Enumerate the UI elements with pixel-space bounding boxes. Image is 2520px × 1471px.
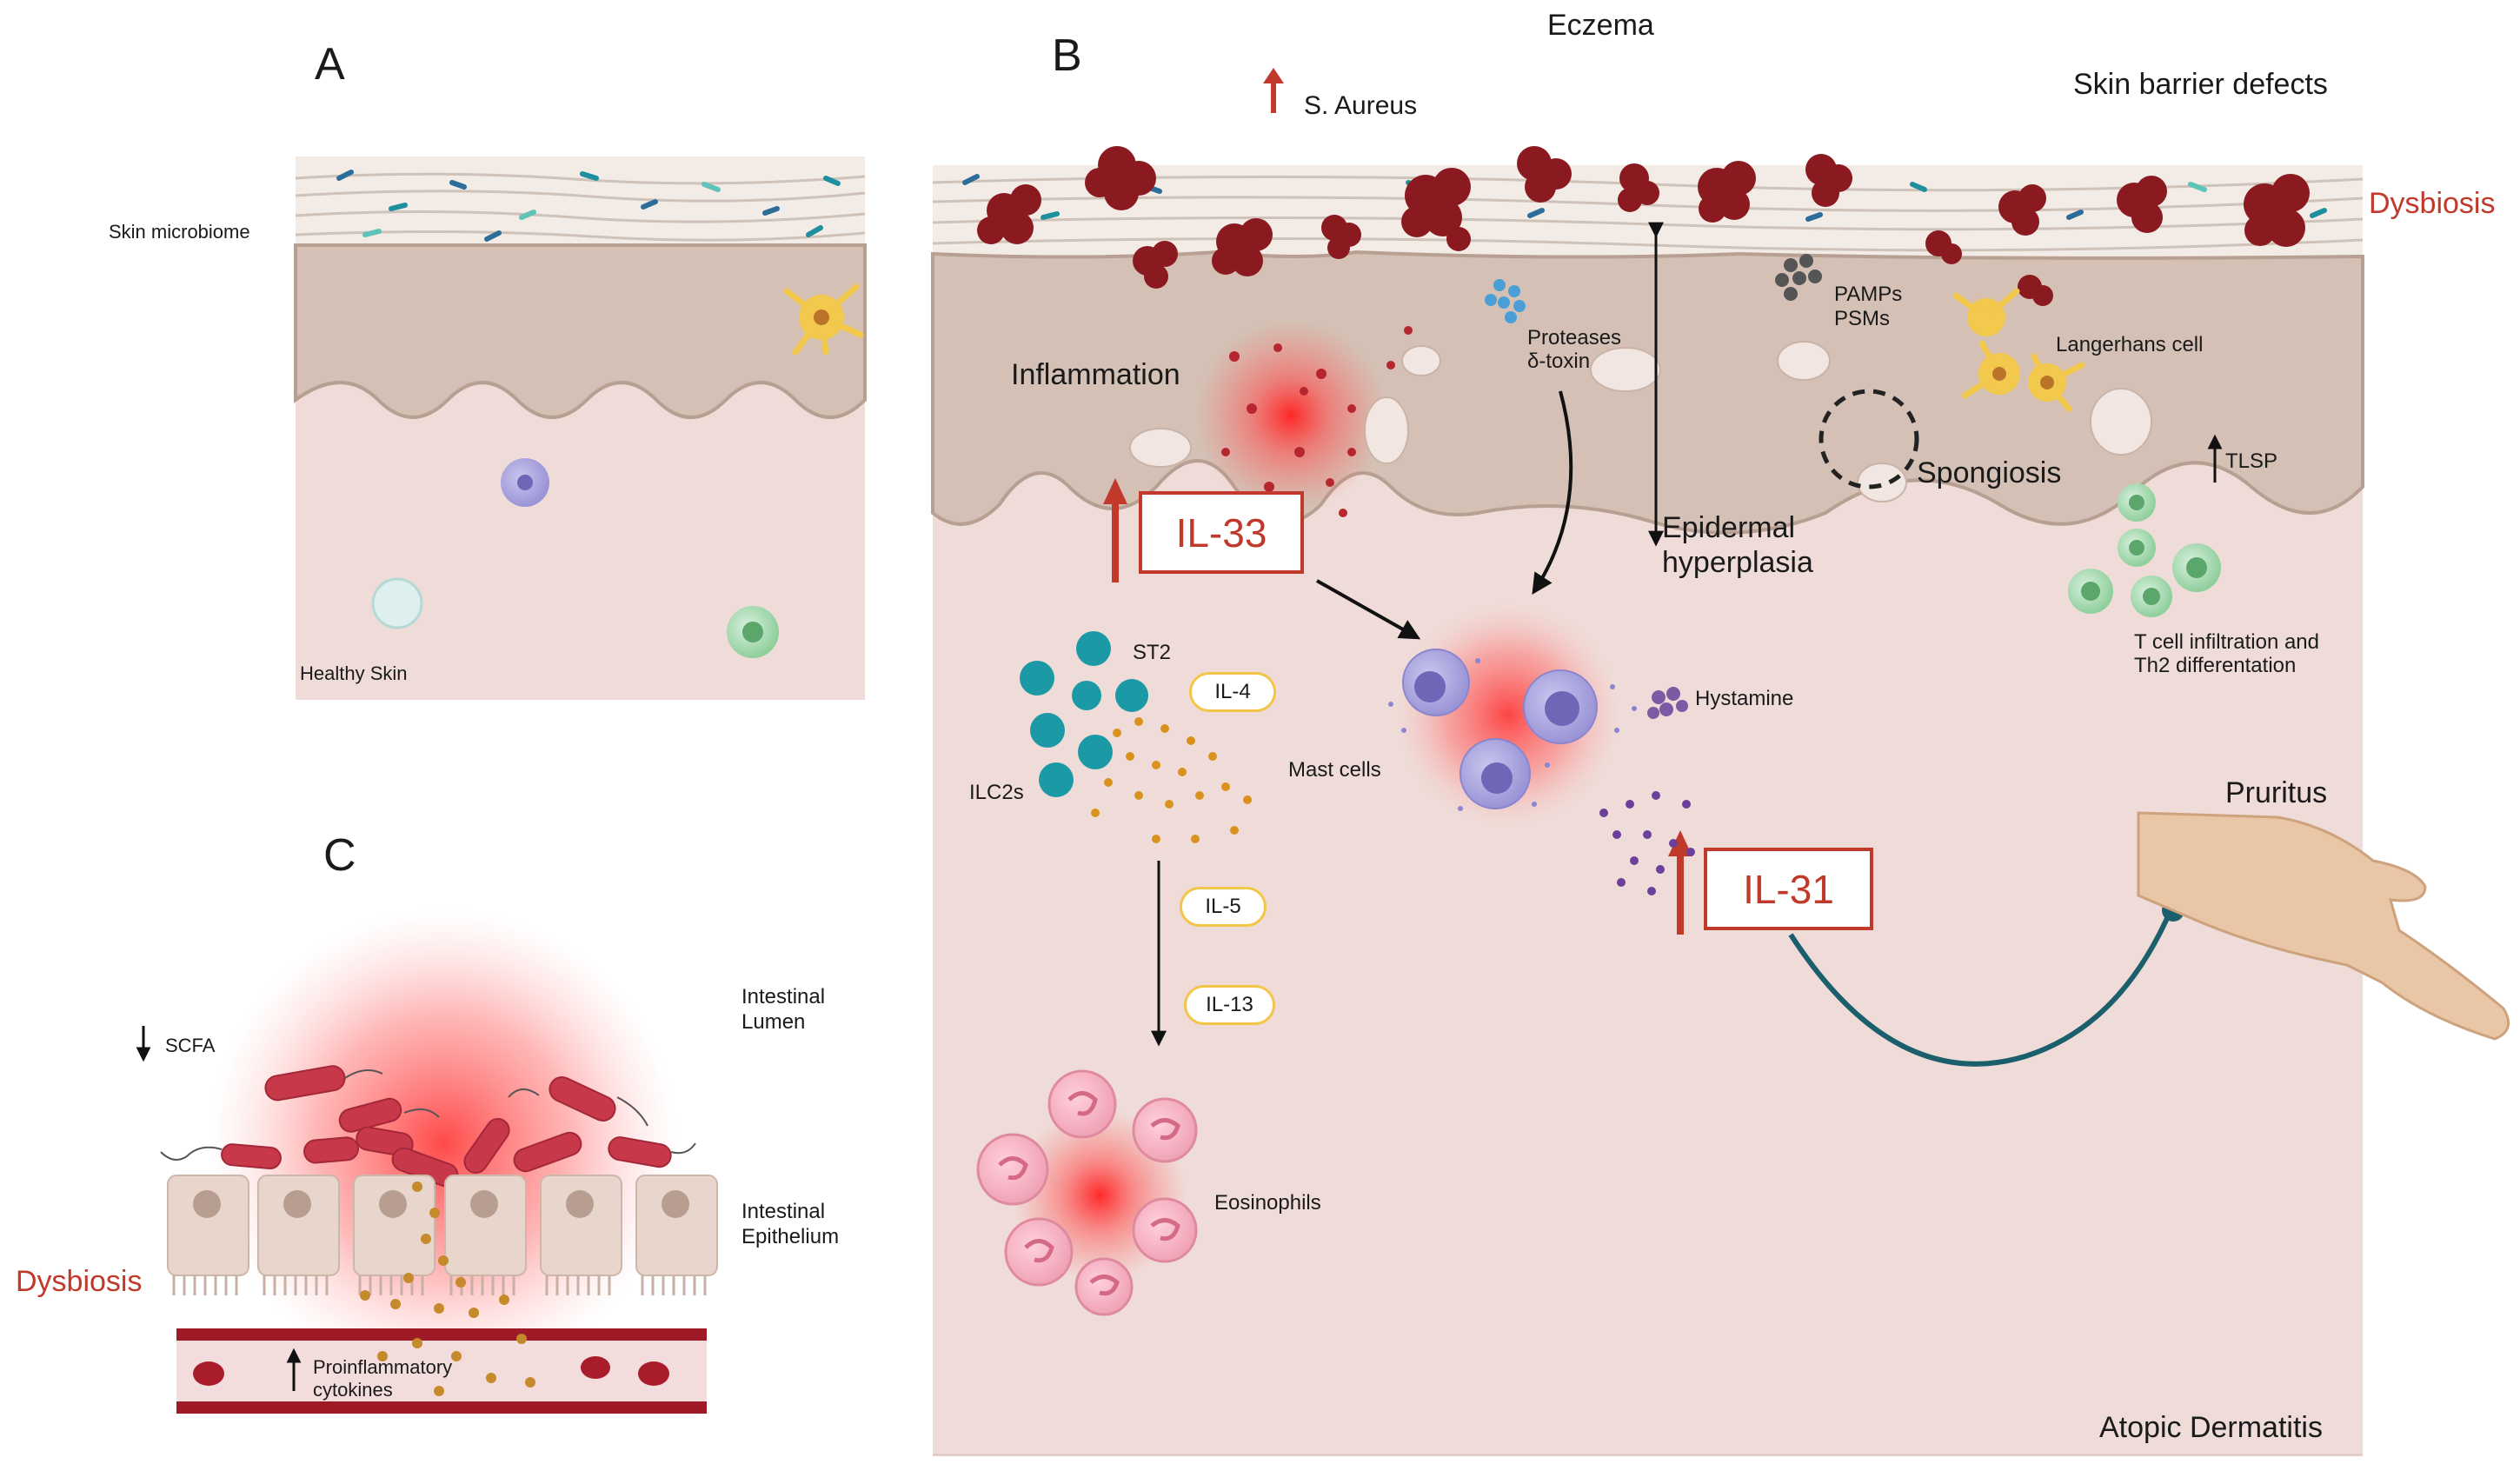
langerhans-cell-icon	[783, 283, 864, 356]
intestinal-lumen-label-2: Lumen	[741, 1010, 806, 1034]
panel-a-epidermis	[294, 243, 867, 419]
intestinal-epithelium-label-1: Intestinal	[741, 1200, 826, 1223]
il4-pill: IL-4	[1189, 672, 1276, 712]
scratching-hand-icon	[2137, 811, 2510, 1041]
il13-pill: IL-13	[1184, 985, 1275, 1025]
skin-microbiome-label: Skin microbiome	[109, 221, 250, 243]
s-aureus-cluster	[1212, 218, 1273, 276]
t-cell-label-2: Th2 differentation	[2134, 654, 2297, 677]
hystamine-granules	[1647, 687, 1688, 719]
flagella	[160, 1069, 696, 1161]
eosinophils-label: Eosinophils	[1214, 1191, 1321, 1215]
nerve-fiber	[1788, 907, 2174, 1067]
delta-toxin-label: δ-toxin	[1527, 349, 1591, 373]
inflammation-label: Inflammation	[1011, 358, 1180, 391]
skin-barrier-defects-label: Skin barrier defects	[2073, 68, 2328, 101]
healthy-skin-label: Healthy Skin	[300, 662, 408, 684]
s-aureus-cluster	[2117, 176, 2167, 233]
langerhans-cell-label: Langerhans cell	[2056, 333, 2204, 356]
t-cells	[2068, 483, 2221, 617]
s-aureus-cluster	[1805, 154, 1852, 207]
mast-cells	[1388, 602, 1637, 828]
pamps-label: PAMPs	[1834, 283, 1903, 306]
down-arrow-icon	[136, 1026, 151, 1062]
atopic-dermatitis-label: Atopic Dermatitis	[2099, 1411, 2323, 1444]
panel-a-neutrophil	[371, 577, 423, 629]
cytokines-label-2: cytokines	[313, 1379, 393, 1401]
hystamine-label: Hystamine	[1695, 687, 1794, 710]
psms-label: PSMs	[1834, 307, 1891, 330]
ilc2s-label: ILC2s	[969, 781, 1024, 804]
proteases-label: Proteases	[1527, 326, 1622, 349]
s-aureus-clusters	[977, 146, 2310, 306]
leaking-particles	[360, 1181, 535, 1396]
panel-a-healthy-skin	[294, 156, 867, 700]
panel-b-letter: B	[1052, 30, 1082, 81]
mast-cells-label: Mast cells	[1288, 758, 1381, 782]
eosinophils	[976, 1069, 1198, 1316]
proteases-arrow	[1532, 390, 1573, 596]
s-aureus-cluster	[1998, 184, 2046, 236]
epidermal-hyperplasia-label-1: Epidermal	[1662, 511, 1796, 544]
il31-box: IL-31	[1704, 848, 1873, 930]
s-aureus-cluster	[1321, 215, 1361, 259]
pamps-particles	[1775, 254, 1822, 301]
intestinal-epithelium-label-2: Epithelium	[741, 1225, 840, 1248]
inflammation-glow	[1195, 320, 1413, 517]
t-cell-label-1: T cell infiltration and	[2134, 630, 2319, 654]
panel-a-stratum-lines	[295, 172, 866, 242]
up-arrow-icon	[2207, 434, 2223, 483]
panel-c-letter: C	[323, 830, 356, 881]
intestinal-epithelium-cells	[167, 1175, 718, 1295]
il4-particles	[1091, 717, 1252, 843]
up-arrow-icon	[1103, 478, 1127, 582]
panel-b-eczema	[931, 68, 2510, 1456]
s-aureus-cluster	[1925, 230, 1962, 264]
intestinal-lumen-label-1: Intestinal	[741, 985, 826, 1008]
gut-bacteria	[221, 1065, 672, 1188]
spongiosis-circle	[1819, 389, 1919, 489]
spongiosis-label: Spongiosis	[1917, 456, 2062, 489]
up-arrow-icon	[1263, 68, 1284, 113]
s-aureus-cluster	[1618, 163, 1659, 212]
dysbiosis-label-gut: Dysbiosis	[16, 1265, 143, 1298]
pruritus-label: Pruritus	[2225, 776, 2328, 809]
s-aureus-cluster	[1698, 161, 1756, 223]
s-aureus-cluster	[1133, 241, 1178, 289]
up-arrow-icon	[1668, 830, 1692, 935]
ilc2-cells	[1020, 631, 1148, 797]
proteases-particles	[1485, 279, 1526, 323]
s-aureus-cluster	[1085, 146, 1156, 210]
epidermal-hyperplasia-label-2: hyperplasia	[1662, 546, 1813, 579]
il33-to-mast-arrow	[1316, 579, 1421, 640]
s-aureus-cluster	[2018, 275, 2053, 306]
tlsp-label: TLSP	[2225, 449, 2278, 473]
panel-c-gut	[136, 909, 718, 1414]
il5-pill: IL-5	[1180, 887, 1267, 927]
eczema-title: Eczema	[1547, 9, 1654, 42]
s-aureus-cluster	[2244, 174, 2310, 247]
scfa-label: SCFA	[165, 1035, 216, 1056]
cytokines-label-1: Proinflammatory	[313, 1356, 453, 1378]
il33-box: IL-33	[1139, 491, 1304, 574]
s-aureus-cluster	[1401, 168, 1471, 251]
blood-vessel	[176, 1328, 707, 1414]
st2-label: ST2	[1133, 641, 1172, 664]
il31-particles	[1599, 791, 1695, 895]
s-aureus-label: S. Aureus	[1304, 91, 1418, 120]
panel-a-bacteria	[336, 170, 841, 242]
langerhans-cell-icon	[1952, 288, 2085, 412]
s-aureus-cluster	[1517, 146, 1572, 203]
dysbiosis-label-skin: Dysbiosis	[2369, 187, 2496, 220]
atopic-dermatitis-bottom-edge	[933, 1454, 2363, 1456]
s-aureus-cluster	[977, 184, 1041, 244]
panel-a-letter: A	[315, 39, 345, 90]
up-arrow-icon	[286, 1348, 302, 1391]
